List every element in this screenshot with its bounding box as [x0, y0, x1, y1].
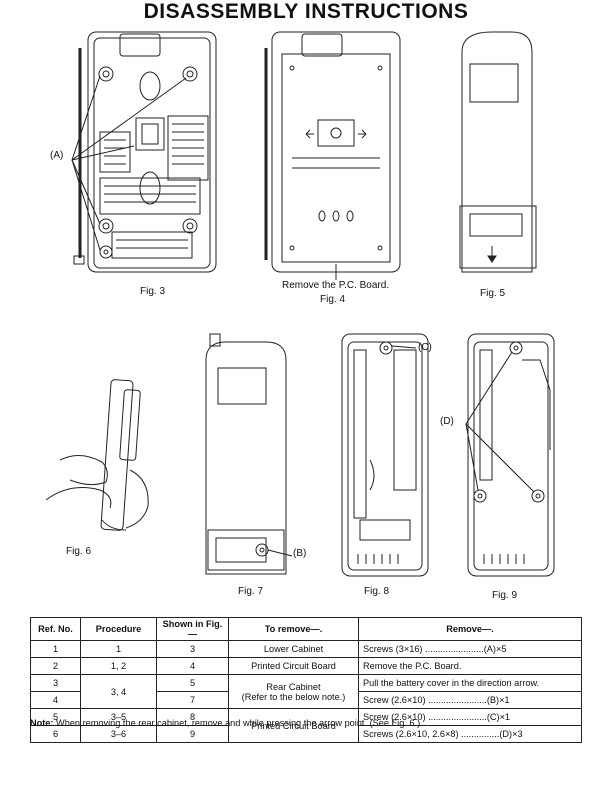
cell-ref: 2 [30, 657, 81, 675]
cell-fig: 4 [156, 657, 229, 675]
fig6-caption: Fig. 6 [66, 546, 92, 557]
cell-remove: Screw (2.6×10) .......................(B… [358, 691, 582, 709]
footnote: Note: When removing the rear cabinet, re… [30, 718, 420, 728]
cell-fig: 9 [156, 725, 229, 743]
figure-3: (A) Fig. 3 [50, 28, 230, 298]
cell-to-remove: Lower Cabinet [228, 640, 359, 658]
figure-6: Fig. 6 [40, 370, 160, 560]
table-row: 5 3–5 8 Printed Circuit Board Screw (2.6… [30, 708, 582, 743]
cell-ref: 3 [30, 674, 81, 692]
fig9-drawing [465, 333, 555, 577]
disassembly-table: Ref. No. Procedure Shown in Fig.— To rem… [30, 617, 582, 743]
cell-remove: Screws (2.6×10, 2.6×8) ...............(D… [358, 725, 582, 743]
cell-remove: Screws (3×16) .......................(A)… [358, 640, 582, 658]
table-row: 3 3, 4 5 Rear Cabinet (Refer to the belo… [30, 674, 582, 709]
note-text: When removing the rear cabinet, remove a… [53, 718, 421, 728]
fig4-subcaption: Remove the P.C. Board. [282, 280, 390, 291]
cell-to-remove: Rear Cabinet (Refer to the below note.) [228, 674, 359, 709]
figure-9: (D) Fig. 9 [440, 330, 570, 602]
fig4-caption: Fig. 4 [320, 294, 346, 305]
figure-5: Fig. 5 [452, 28, 552, 300]
fig8-caption: Fig. 8 [364, 586, 390, 597]
table-row: 1 1 3 Lower Cabinet Screws (3×16) ......… [30, 640, 582, 658]
cell-procedure: 3, 4 [80, 674, 157, 709]
callout-c: (C) [418, 342, 432, 353]
figure-8: (C) Fig. 8 [334, 330, 444, 598]
table-row: 6 3–6 9 Screws (2.6×10, 2.6×8) .........… [30, 725, 582, 743]
table-row: 2 1, 2 4 Printed Circuit Board Remove th… [30, 657, 582, 675]
cell-remove: Pull the battery cover in the direction … [358, 674, 582, 692]
fig7-caption: Fig. 7 [238, 586, 264, 597]
cell-remove: Remove the P.C. Board. [358, 657, 582, 675]
page-title: DISASSEMBLY INSTRUCTIONS [143, 0, 469, 23]
cell-fig: 3 [156, 640, 229, 658]
callout-b: (B) [293, 548, 307, 559]
cell-to-remove-line1: Rear Cabinet [266, 681, 321, 692]
fig5-caption: Fig. 5 [480, 288, 506, 299]
cell-to-remove-line2: (Refer to the below note.) [241, 691, 346, 702]
cell-fig: 7 [156, 691, 229, 709]
header-to-remove: To remove—. [228, 617, 359, 641]
note-label: Note: [30, 718, 54, 728]
callout-a: (A) [50, 150, 64, 161]
fig3-drawing [71, 31, 217, 273]
cell-ref: 4 [30, 691, 81, 709]
fig4-drawing [264, 31, 401, 280]
fig7-drawing [205, 333, 293, 575]
header-ref-no: Ref. No. [30, 617, 81, 641]
cell-fig: 5 [156, 674, 229, 692]
header-procedure: Procedure [80, 617, 157, 641]
fig5-drawing [459, 31, 537, 273]
figure-7: (B) Fig. 7 [196, 330, 316, 598]
cell-procedure: 3–6 [80, 725, 157, 743]
header-remove: Remove—. [358, 617, 582, 641]
fig9-caption: Fig. 9 [492, 590, 518, 601]
fig8-drawing [341, 333, 429, 577]
fig6-drawing [45, 379, 149, 531]
cell-to-remove: Printed Circuit Board [228, 708, 359, 743]
table-row: 4 7 Screw (2.6×10) .....................… [30, 691, 582, 709]
cell-ref: 6 [30, 725, 81, 743]
cell-procedure: 1 [80, 640, 157, 658]
cell-to-remove: Printed Circuit Board [228, 657, 359, 675]
figure-4: Remove the P.C. Board. Fig. 4 [262, 28, 412, 308]
fig3-caption: Fig. 3 [140, 286, 166, 297]
callout-d: (D) [440, 416, 454, 427]
table-header-row: Ref. No. Procedure Shown in Fig.— To rem… [30, 617, 582, 641]
cell-procedure: 1, 2 [80, 657, 157, 675]
header-shown-in-fig: Shown in Fig.— [156, 617, 229, 641]
cell-ref: 1 [30, 640, 81, 658]
